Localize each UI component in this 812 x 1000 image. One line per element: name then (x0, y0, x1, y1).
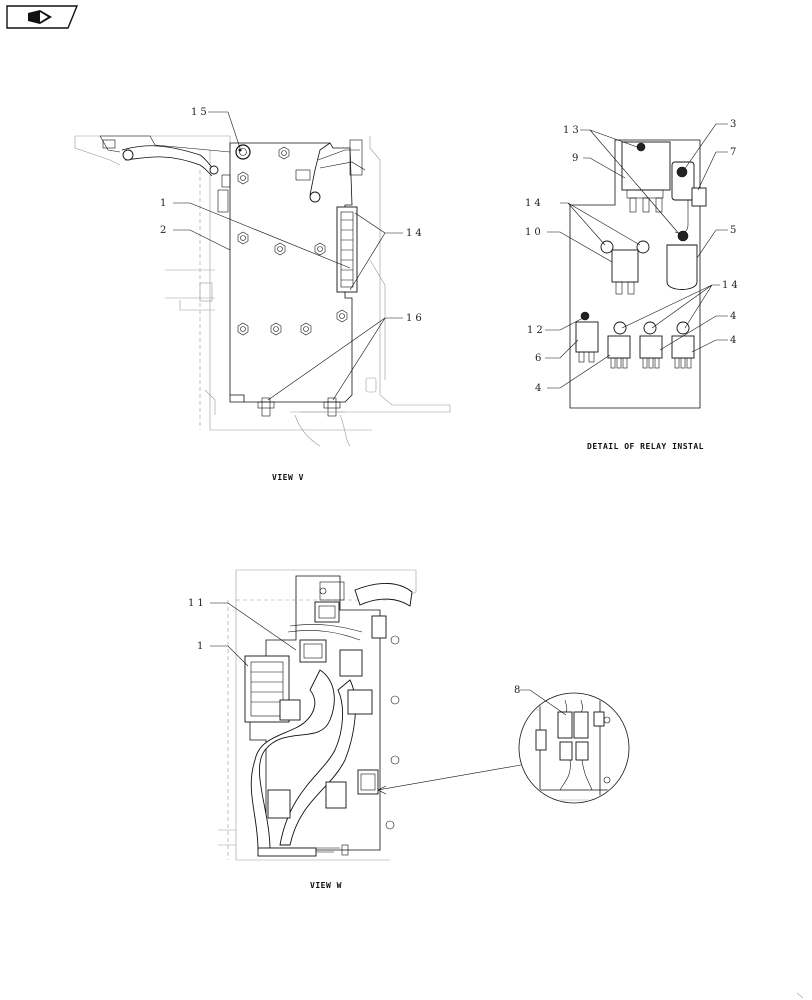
relay-callout-14-top: 14 (525, 198, 544, 209)
relay-callout-7: 7 (730, 147, 739, 158)
view-w-drawing: 11 1 VIEW W (188, 569, 417, 890)
arrow-shield-icon (28, 10, 52, 24)
view-w-caption: VIEW W (310, 881, 342, 890)
relay-callout-14-right: 14 (722, 280, 741, 291)
relay-callout-6: 6 (535, 353, 544, 364)
zoom-callout-8: 8 (514, 685, 523, 696)
view-v-callout-16: 16 (406, 313, 425, 324)
relay-detail-caption: DETAIL OF RELAY INSTAL (587, 442, 704, 451)
view-v-callout-15: 15 (191, 107, 210, 118)
relay-callout-4-mid: 4 (730, 311, 739, 322)
relay-callout-12: 12 (527, 325, 546, 336)
view-v-callout-14: 14 (406, 228, 425, 239)
relay-callout-9: 9 (572, 153, 581, 164)
view-v-callout-2: 2 (160, 225, 169, 236)
relay-callout-5: 5 (730, 225, 739, 236)
nav-arrow-button[interactable] (6, 5, 78, 29)
view-v-caption: VIEW V (272, 473, 304, 482)
relay-callout-4-left: 4 (535, 383, 544, 394)
view-w-callout-1: 1 (197, 641, 206, 652)
relay-callout-3: 3 (730, 119, 739, 130)
view-v-drawing: 15 1 2 14 16 VIEW V (74, 107, 451, 482)
relay-callout-10: 10 (525, 227, 544, 238)
relay-callout-13: 13 (563, 125, 582, 136)
relay-detail-drawing: 13 9 3 7 14 10 5 14 12 6 4 4 4 DETAIL OF… (525, 119, 741, 451)
relay-callout-4-right: 4 (730, 335, 739, 346)
zoom-detail-drawing: 8 (377, 685, 630, 804)
view-w-callout-11: 11 (188, 598, 207, 609)
view-v-callout-1: 1 (160, 198, 169, 209)
